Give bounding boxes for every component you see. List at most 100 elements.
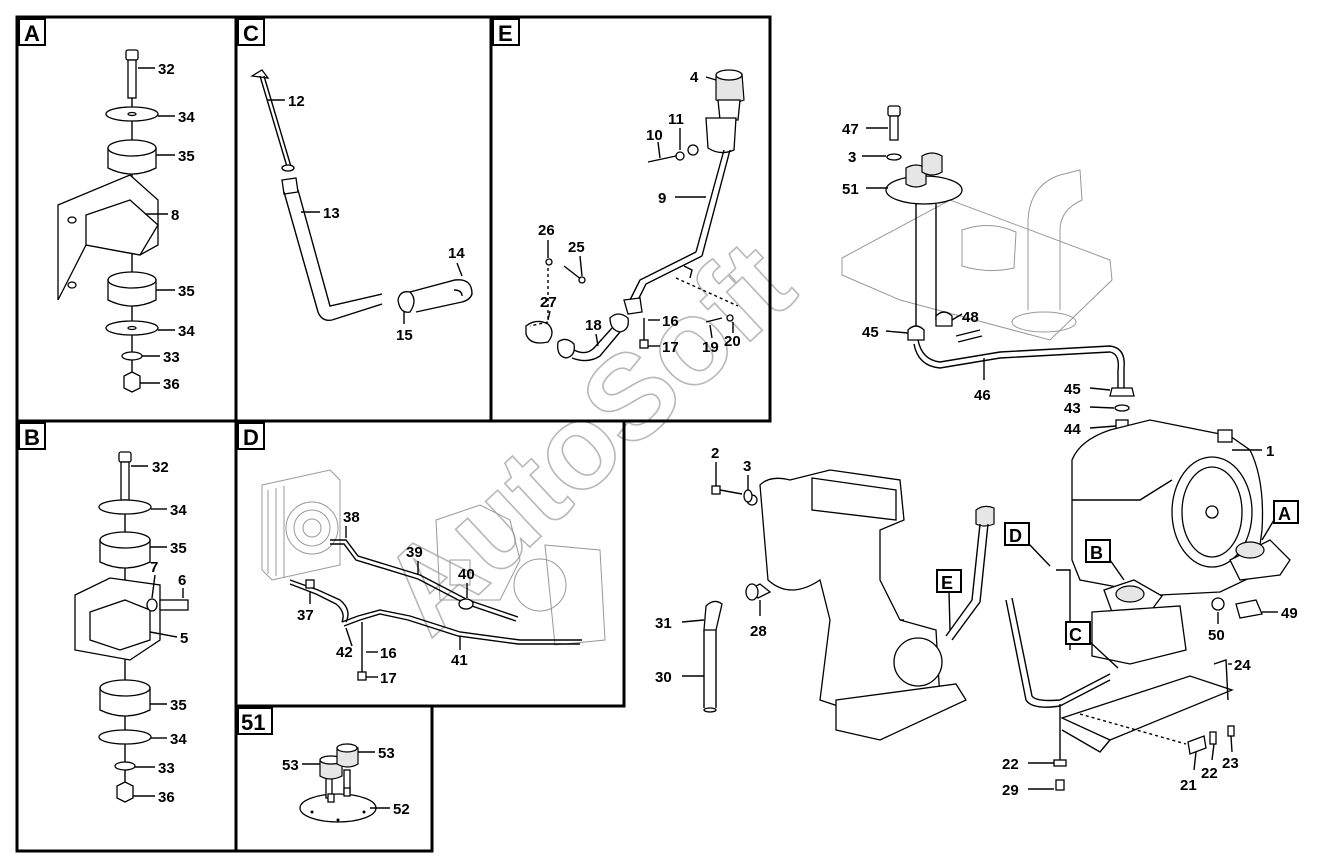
svg-text:28: 28 [750,623,767,640]
panel-51-labels: 53 53 52 [282,745,410,818]
svg-text:11: 11 [668,111,684,128]
svg-text:20: 20 [724,333,741,350]
svg-text:5: 5 [180,630,188,647]
svg-text:36: 36 [158,789,175,806]
svg-text:42: 42 [336,644,353,661]
svg-text:43: 43 [1064,400,1081,417]
svg-text:27: 27 [540,294,557,311]
svg-text:38: 38 [343,509,360,526]
panel-51-drawing [299,743,377,823]
svg-text:22: 22 [1201,765,1218,782]
svg-text:51: 51 [241,710,265,735]
svg-text:22: 22 [1002,756,1019,773]
svg-text:30: 30 [655,669,672,686]
main-callout-D: D [1004,522,1051,567]
svg-text:40: 40 [458,566,475,583]
panel-label-B: B [18,422,46,450]
svg-text:14: 14 [448,245,465,262]
svg-text:44: 44 [1064,421,1081,438]
svg-text:46: 46 [974,387,991,404]
svg-text:D: D [1009,526,1022,546]
svg-text:3: 3 [743,458,751,475]
svg-text:39: 39 [406,544,423,561]
panel-C-leaders [267,99,463,324]
svg-text:A: A [1278,504,1291,524]
main-labels: 47 3 51 45 48 46 45 43 44 1 2 3 31 28 30… [655,121,1298,799]
panel-frames [15,15,772,853]
svg-text:2: 2 [711,445,719,462]
svg-text:36: 36 [163,376,180,393]
panel-label-D: D [237,422,265,450]
svg-text:35: 35 [170,540,187,557]
svg-text:33: 33 [158,760,175,777]
main-callout-E: E [936,569,962,631]
svg-text:34: 34 [178,109,195,126]
svg-text:B: B [1090,543,1103,563]
panel-label-C: C [237,18,265,46]
svg-text:45: 45 [1064,381,1081,398]
panel-B-leaders [131,465,184,797]
svg-text:34: 34 [178,323,195,340]
svg-text:E: E [498,21,513,46]
svg-text:47: 47 [842,121,859,138]
svg-text:25: 25 [568,239,585,256]
svg-text:4: 4 [690,69,699,86]
svg-text:D: D [243,425,259,450]
panel-B-labels: 32 34 35 7 6 5 35 34 33 36 [150,459,188,806]
svg-text:13: 13 [323,205,340,222]
svg-text:A: A [24,21,40,46]
svg-text:9: 9 [658,190,666,207]
svg-text:1: 1 [1266,443,1274,460]
svg-text:E: E [941,573,953,593]
svg-text:8: 8 [171,207,179,224]
svg-text:7: 7 [150,559,158,576]
svg-text:19: 19 [702,339,719,356]
panel-D-drawing [261,469,606,681]
svg-text:41: 41 [451,652,468,669]
panel-label-A: A [18,18,46,46]
panel-A-leaders [138,67,175,384]
main-assembly-drawing [703,105,1291,791]
panel-E-drawing [525,69,745,362]
main-callout-C: C [1065,621,1119,669]
svg-text:33: 33 [163,349,180,366]
main-callout-B: B [1085,539,1125,581]
svg-text:35: 35 [170,697,187,714]
svg-text:B: B [24,425,40,450]
main-leaders [681,127,1278,790]
svg-text:52: 52 [393,801,410,818]
svg-text:35: 35 [178,283,195,300]
svg-text:C: C [243,21,259,46]
svg-text:48: 48 [962,309,979,326]
svg-text:24: 24 [1234,657,1251,674]
svg-text:32: 32 [152,459,169,476]
panel-E-leaders [547,76,734,347]
svg-text:16: 16 [380,645,397,662]
svg-text:32: 32 [158,61,175,78]
svg-text:17: 17 [380,670,397,687]
svg-text:21: 21 [1180,777,1197,794]
svg-text:50: 50 [1208,627,1225,644]
panel-D-labels: 38 39 40 37 42 16 17 41 [297,509,475,687]
panel-C-drawing [250,69,473,322]
svg-text:34: 34 [170,502,187,519]
svg-text:51: 51 [842,181,859,198]
panel-A-labels: 32 34 35 8 35 34 33 36 [158,61,195,393]
svg-text:C: C [1069,625,1082,645]
svg-text:53: 53 [282,757,299,774]
panel-51-leaders [302,751,390,809]
svg-text:23: 23 [1222,755,1239,772]
panel-label-51: 51 [237,707,273,735]
svg-text:15: 15 [396,327,413,344]
svg-text:6: 6 [178,572,186,589]
svg-text:45: 45 [862,324,879,341]
svg-text:12: 12 [288,93,305,110]
svg-text:26: 26 [538,222,555,239]
svg-text:53: 53 [378,745,395,762]
panel-E-labels: 4 11 10 9 26 25 27 18 16 17 19 20 [538,69,741,356]
panel-A-drawing [57,49,159,393]
main-callout-A: A [1261,500,1299,541]
svg-text:16: 16 [662,313,679,330]
svg-text:10: 10 [646,127,663,144]
